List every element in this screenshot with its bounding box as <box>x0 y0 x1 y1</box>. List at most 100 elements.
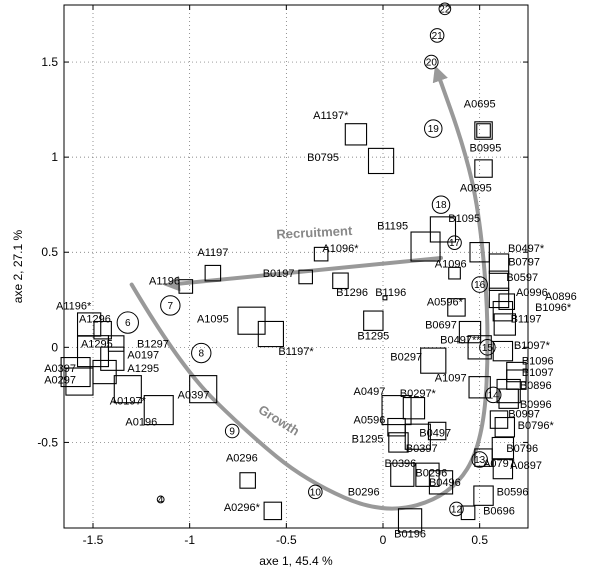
sample-label: B0496 <box>429 477 461 489</box>
sample-label: A0497 <box>354 386 386 398</box>
x-axis-title: axe 1, 45.4 % <box>259 554 333 568</box>
sample-label: B0796* <box>518 420 555 432</box>
sample-square <box>458 320 482 344</box>
sample-square <box>492 340 514 362</box>
sample-label: B1295 <box>352 433 384 445</box>
sample-square <box>239 472 256 489</box>
sample-label: A1196 <box>149 276 180 288</box>
sample-square <box>469 242 490 263</box>
time-label: 19 <box>428 124 440 135</box>
sample-label: B0497** <box>440 335 481 347</box>
sample-label: A1295 <box>81 338 113 350</box>
sample-label: B0596 <box>497 487 529 499</box>
sample-label: B0997 <box>508 409 540 421</box>
sample-label: A1196* <box>56 300 92 312</box>
x-tick-label: -0.5 <box>276 533 297 547</box>
sample-square <box>143 395 174 426</box>
sample-label: A0197 <box>127 350 159 362</box>
sample-square <box>189 375 218 404</box>
sample-square <box>476 123 491 138</box>
sample-label: A1096 <box>435 258 467 270</box>
y-axis-title: axe 2, 27.1 % <box>11 229 25 303</box>
sample-square <box>92 359 117 385</box>
sample-square <box>204 264 222 282</box>
sample-label: B0497* <box>508 243 545 255</box>
sample-label: A0695 <box>464 99 496 111</box>
time-circle <box>471 451 488 468</box>
time-circle <box>429 28 445 43</box>
x-tick-label: -1.5 <box>83 533 104 547</box>
sample-square <box>237 306 266 335</box>
sample-label: A0995 <box>460 182 492 194</box>
time-label: 4 <box>158 495 164 506</box>
sample-square <box>397 508 423 533</box>
sample-label: B0696 <box>483 506 515 518</box>
sample-square <box>428 470 454 495</box>
x-tick-label: 0.5 <box>471 533 488 547</box>
plot-frame <box>63 4 529 529</box>
sample-square <box>313 246 329 262</box>
sample-square <box>420 347 447 374</box>
y-tick-label: 1.5 <box>41 55 58 69</box>
y-tick-label: 0.5 <box>41 245 58 259</box>
time-circle <box>438 2 452 16</box>
sample-square <box>493 313 516 336</box>
time-circle <box>471 276 488 293</box>
sample-square <box>344 123 368 146</box>
sample-squares <box>60 121 527 533</box>
time-label: 12 <box>451 504 463 515</box>
sample-square <box>473 485 494 506</box>
sample-label: A0897 <box>510 460 542 472</box>
time-circle <box>479 339 496 356</box>
sample-square <box>427 421 447 441</box>
sample-label: A0797 <box>483 458 515 470</box>
sample-square <box>489 410 509 429</box>
sample-label: B1297 <box>137 338 169 350</box>
sample-label: B0297* <box>400 388 437 400</box>
time-label: 10 <box>310 487 322 498</box>
sample-label: A1095 <box>197 314 229 326</box>
sample-label: A0996 <box>516 287 548 299</box>
arrow-label-growth: Growth <box>256 402 303 439</box>
time-label: 21 <box>432 31 444 42</box>
y-tick-label: 0 <box>51 340 58 354</box>
time-circle <box>160 295 181 316</box>
sample-label: B1196 <box>375 287 406 299</box>
sample-square <box>496 378 521 404</box>
sample-square <box>488 253 510 274</box>
sample-square <box>415 462 440 487</box>
sample-label: A1097 <box>435 373 467 385</box>
time-label: 22 <box>439 4 451 15</box>
sample-square <box>404 423 431 450</box>
sample-square <box>402 397 426 420</box>
sample-label: A0296* <box>224 502 261 514</box>
sample-square <box>298 269 313 285</box>
sample-square <box>93 320 112 340</box>
sample-square <box>492 300 514 322</box>
sample-square <box>491 436 515 460</box>
sample-label: B0196 <box>394 529 426 541</box>
sample-label: A0896 <box>545 291 577 303</box>
sample-square <box>447 298 466 317</box>
time-circle <box>447 235 462 251</box>
sample-label: B0797 <box>508 257 540 269</box>
time-circle <box>449 501 464 517</box>
time-label: 15 <box>482 343 494 354</box>
time-circle <box>424 119 443 138</box>
sample-label: B1097 <box>522 367 554 379</box>
y-tick-label: -0.5 <box>37 435 58 449</box>
time-circle <box>308 484 323 500</box>
sample-label: B0497 <box>419 428 451 440</box>
sample-square <box>498 388 519 409</box>
sample-square <box>60 357 91 388</box>
time-circle <box>156 495 165 504</box>
sample-square <box>332 272 349 290</box>
time-circle <box>484 386 502 404</box>
sample-label: B0795 <box>307 152 339 164</box>
sample-square <box>429 216 457 243</box>
sample-label: A1296 <box>79 314 111 326</box>
sample-label: B1295 <box>357 331 389 343</box>
sample-square <box>448 266 461 280</box>
